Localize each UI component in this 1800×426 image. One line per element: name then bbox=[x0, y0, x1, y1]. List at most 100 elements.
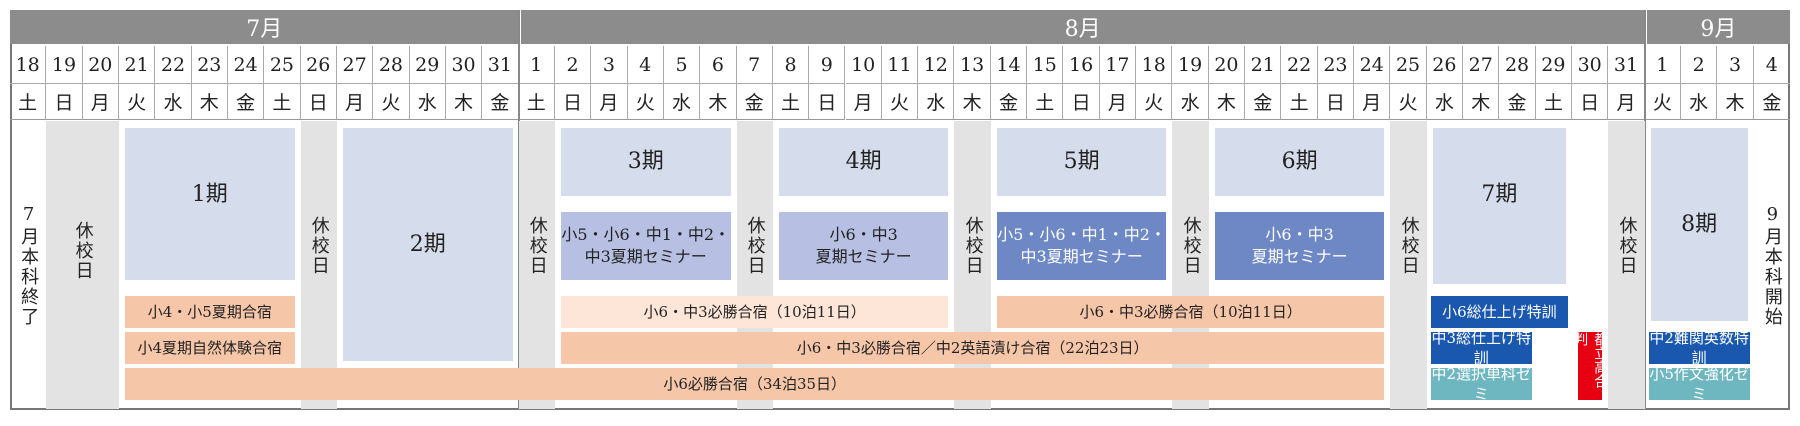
seminar-block: 小5・小6・中1・中2・中3夏期セミナー bbox=[996, 212, 1167, 280]
date-cell: 30 bbox=[445, 46, 483, 84]
weekday-cell: 土 bbox=[1281, 84, 1318, 120]
camp-bar: 小6必勝合宿（34泊35日） bbox=[124, 368, 1385, 400]
special-course-bar: 中2難関英数特訓 bbox=[1648, 328, 1750, 367]
date-cell: 26 bbox=[300, 46, 337, 84]
weekday-cell: 月 bbox=[82, 84, 119, 120]
month-header: 8月 bbox=[518, 10, 1645, 44]
holiday-column bbox=[1608, 121, 1645, 409]
holiday-label: 休校日 bbox=[962, 216, 984, 276]
date-cell: 4 bbox=[627, 46, 664, 84]
weekday-cell: 火 bbox=[1644, 84, 1681, 120]
holiday-label: 休校日 bbox=[744, 216, 766, 276]
weekday-cell: 土 bbox=[10, 84, 47, 120]
seminar-line: 夏期セミナー bbox=[815, 247, 912, 266]
date-cell: 9 bbox=[809, 46, 846, 84]
camp-bar: 小6・中3必勝合宿／中2英語漬け合宿（22泊23日） bbox=[560, 332, 1385, 364]
weekday-cell: 土 bbox=[264, 84, 301, 120]
weekday-cell: 土 bbox=[1535, 84, 1573, 120]
weekday-cell: 木 bbox=[1463, 84, 1500, 120]
weekday-cell: 水 bbox=[1681, 84, 1718, 120]
date-cell: 31 bbox=[1608, 46, 1645, 84]
date-cell: 7 bbox=[736, 46, 773, 84]
date-cell: 6 bbox=[700, 46, 737, 84]
date-cell: 13 bbox=[954, 46, 991, 84]
seminar-block: 小5・小6・中1・中2・中3夏期セミナー bbox=[560, 212, 731, 280]
date-cell: 3 bbox=[1717, 46, 1754, 84]
date-cell: 4 bbox=[1753, 46, 1790, 84]
weekday-cell: 火 bbox=[118, 84, 156, 120]
holiday-label: 休校日 bbox=[526, 216, 548, 276]
weekday-cell: 水 bbox=[409, 84, 446, 120]
date-cell: 1 bbox=[1644, 46, 1681, 84]
date-cell: 19 bbox=[1172, 46, 1209, 84]
camp-bar: 小6・中3必勝合宿（10泊11日） bbox=[996, 296, 1385, 328]
weekday-cell: 火 bbox=[627, 84, 664, 120]
seminar-line: 中3夏期セミナー bbox=[584, 247, 707, 266]
date-cell: 27 bbox=[1463, 46, 1500, 84]
term-block: 7期 bbox=[1432, 128, 1567, 284]
date-cell: 19 bbox=[46, 46, 83, 84]
camp-bar: 小4・小5夏期合宿 bbox=[124, 296, 295, 328]
date-cell: 2 bbox=[554, 46, 592, 84]
date-cell: 18 bbox=[1136, 46, 1173, 84]
holiday-label: 休校日 bbox=[72, 221, 94, 281]
date-cell: 21 bbox=[1245, 46, 1282, 84]
date-cell: 17 bbox=[1099, 46, 1137, 84]
weekday-cell: 金 bbox=[482, 84, 519, 120]
date-cell: 21 bbox=[118, 46, 156, 84]
date-cell: 8 bbox=[772, 46, 810, 84]
weekday-cell: 月 bbox=[845, 84, 882, 120]
date-cell: 25 bbox=[1390, 46, 1427, 84]
weekday-cell: 金 bbox=[227, 84, 265, 120]
weekday-cell: 木 bbox=[1208, 84, 1246, 120]
weekday-cell: 月 bbox=[1099, 84, 1137, 120]
weekday-cell: 日 bbox=[300, 84, 337, 120]
camp-bar: 小4夏期自然体験合宿 bbox=[124, 332, 295, 364]
date-cell: 3 bbox=[591, 46, 628, 84]
date-cell: 29 bbox=[409, 46, 446, 84]
weekday-cell: 月 bbox=[591, 84, 628, 120]
date-cell: 27 bbox=[336, 46, 374, 84]
seminar-line: 小5・小6・中1・中2・ bbox=[997, 225, 1166, 245]
weekday-cell: 木 bbox=[700, 84, 737, 120]
weekday-cell: 木 bbox=[1717, 84, 1754, 120]
weekday-cell: 月 bbox=[336, 84, 374, 120]
weekday-cell: 水 bbox=[663, 84, 701, 120]
date-cell: 10 bbox=[845, 46, 882, 84]
term-block: 6期 bbox=[1214, 128, 1385, 196]
term-block: 2期 bbox=[342, 128, 513, 361]
month-header: 9月 bbox=[1644, 10, 1790, 44]
date-cell: 28 bbox=[1499, 46, 1536, 84]
special-course-bar: 中2選択単科ゼミ bbox=[1430, 364, 1532, 403]
seminar-line: 小5・小6・中1・中2・ bbox=[561, 225, 731, 245]
date-cell: 20 bbox=[82, 46, 119, 84]
month-header: 7月 bbox=[10, 10, 519, 44]
weekday-cell: 金 bbox=[736, 84, 773, 120]
date-cell: 26 bbox=[1426, 46, 1464, 84]
weekday-cell: 木 bbox=[954, 84, 991, 120]
date-cell: 29 bbox=[1535, 46, 1573, 84]
term-block: 5期 bbox=[996, 128, 1167, 196]
side-note: 7月本科終了 bbox=[18, 203, 40, 327]
term-block: 1期 bbox=[124, 128, 295, 280]
weekday-cell: 日 bbox=[1317, 84, 1355, 120]
holiday-label: 休校日 bbox=[1398, 216, 1420, 276]
date-cell: 23 bbox=[191, 46, 228, 84]
date-cell: 24 bbox=[1354, 46, 1391, 84]
holiday-column bbox=[300, 121, 337, 409]
holiday-column bbox=[46, 121, 119, 409]
weekday-cell: 水 bbox=[1172, 84, 1209, 120]
weekday-cell: 木 bbox=[445, 84, 483, 120]
weekday-cell: 火 bbox=[1136, 84, 1173, 120]
side-note: 9月本科開始 bbox=[1761, 203, 1783, 327]
date-cell: 12 bbox=[918, 46, 955, 84]
holiday-column bbox=[518, 121, 555, 409]
date-cell: 31 bbox=[482, 46, 519, 84]
month-divider bbox=[1643, 10, 1646, 410]
weekday-cell: 火 bbox=[881, 84, 919, 120]
tokyo-exam-badge: 都立高合判 bbox=[1572, 332, 1608, 400]
date-cell: 1 bbox=[518, 46, 555, 84]
weekday-cell: 月 bbox=[1354, 84, 1391, 120]
